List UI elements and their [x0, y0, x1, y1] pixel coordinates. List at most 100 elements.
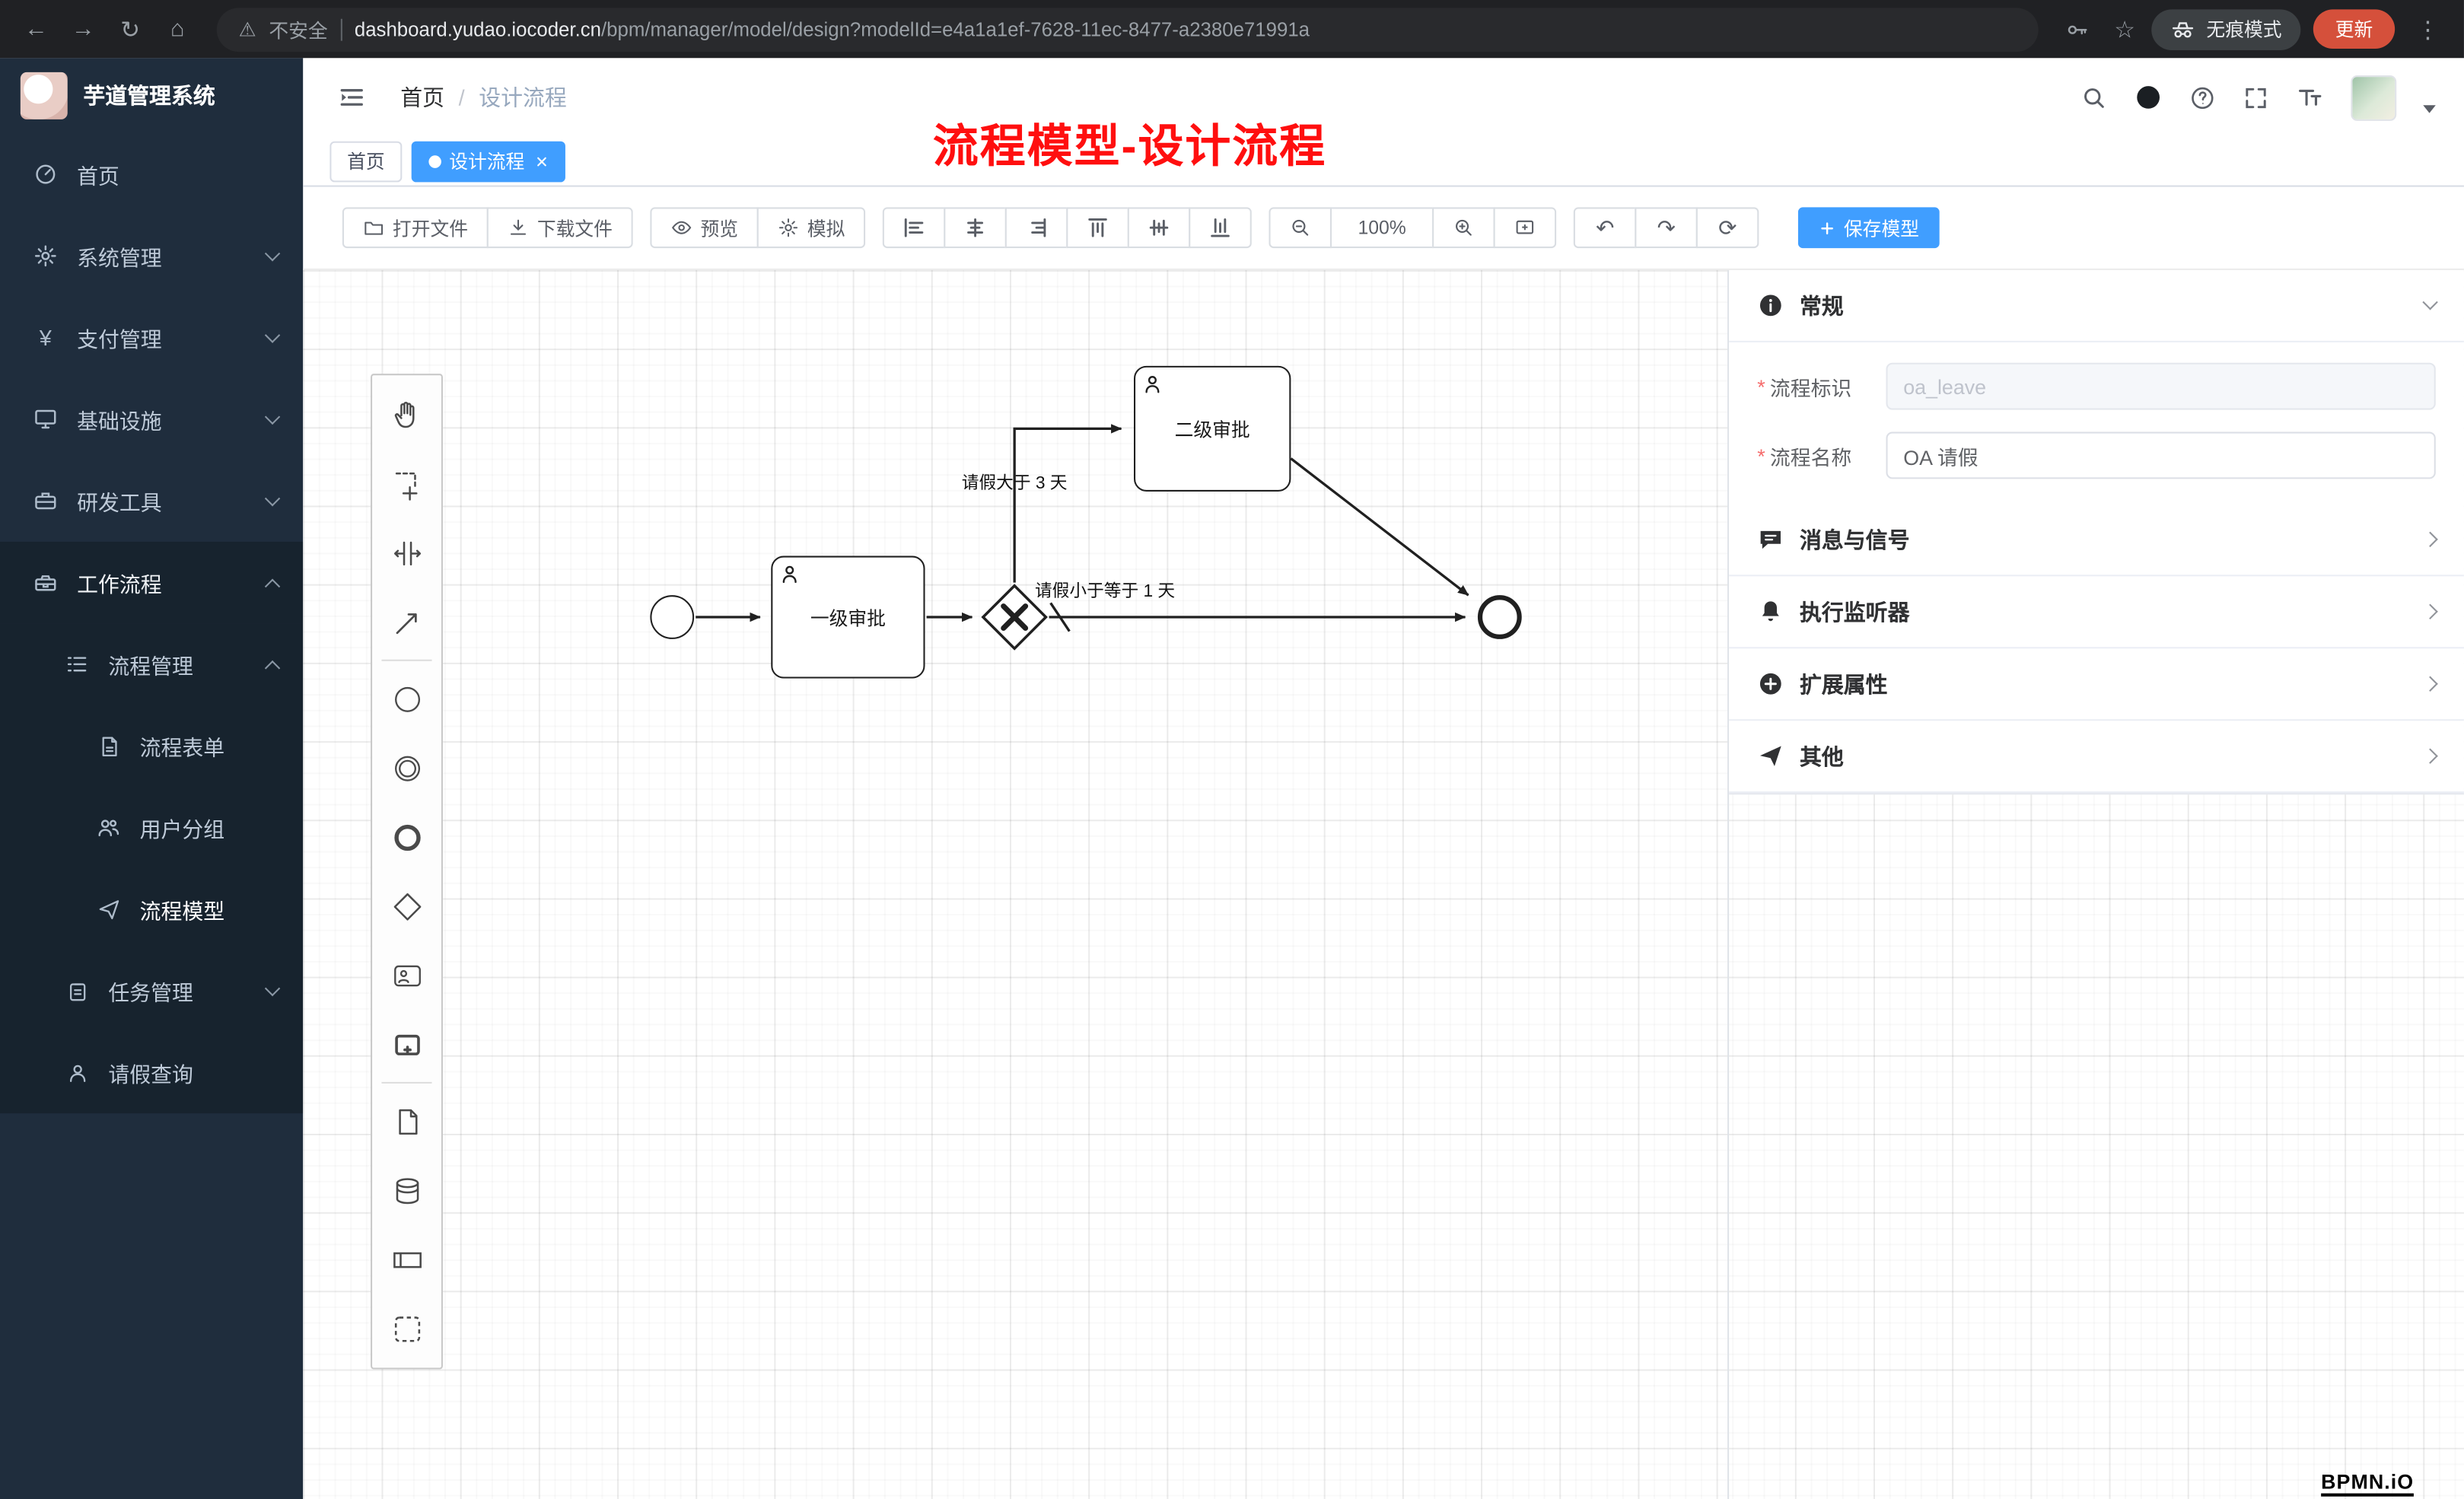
- start-event[interactable]: [650, 595, 695, 639]
- reload-icon[interactable]: ↻: [120, 16, 141, 43]
- align-bottom-icon: [1211, 218, 1230, 237]
- annotation-overlay: 流程模型-设计流程: [932, 122, 1327, 173]
- task-first-approval[interactable]: 一级审批: [771, 555, 925, 679]
- bookmark-star-icon[interactable]: ☆: [2114, 16, 2135, 43]
- exclusive-gateway[interactable]: [980, 583, 1049, 652]
- create-data-object-icon[interactable]: [372, 1087, 441, 1156]
- lasso-tool-icon[interactable]: [372, 449, 441, 518]
- create-participant-icon[interactable]: [372, 1225, 441, 1294]
- space-tool-icon[interactable]: [372, 518, 441, 587]
- font-size-icon[interactable]: [2296, 83, 2324, 111]
- undo-button[interactable]: ↶: [1573, 207, 1637, 249]
- section-execution-listener[interactable]: 执行监听器: [1729, 576, 2464, 649]
- sidebar-item-workflow[interactable]: 工作流程: [0, 541, 304, 624]
- sidebar-item-process-model[interactable]: 流程模型: [0, 868, 303, 950]
- zoom-fit-button[interactable]: [1493, 207, 1557, 249]
- url-path: /bpm/manager/model/design?modelId=e4a1a1…: [600, 18, 1310, 40]
- sidebar-item-devtools[interactable]: 研发工具: [0, 460, 303, 542]
- create-end-event-icon[interactable]: [372, 803, 441, 872]
- zoom-in-button[interactable]: [1432, 207, 1495, 249]
- align-top-button[interactable]: [1066, 207, 1129, 249]
- zoom-level-display[interactable]: 100%: [1330, 207, 1434, 249]
- avatar[interactable]: [2351, 75, 2397, 120]
- plus-icon: [1821, 221, 1834, 234]
- update-button[interactable]: 更新: [2313, 9, 2396, 49]
- download-file-button[interactable]: 下载文件: [486, 207, 633, 249]
- url-text: dashboard.yudao.iocoder.cn/bpm/manager/m…: [355, 18, 1310, 40]
- simulate-button[interactable]: 模拟: [756, 207, 866, 249]
- section-other[interactable]: 其他: [1729, 721, 2464, 794]
- sidebar-item-home[interactable]: 首页: [0, 133, 303, 215]
- collapse-sidebar-icon[interactable]: [338, 83, 366, 111]
- sidebar-item-task-mgmt[interactable]: 任务管理: [0, 950, 303, 1032]
- close-icon[interactable]: [536, 154, 549, 167]
- zoom-button-group: 100%: [1269, 207, 1557, 249]
- redo-button[interactable]: ↷: [1635, 207, 1698, 249]
- dashboard-icon: [31, 162, 59, 187]
- create-data-store-icon[interactable]: [372, 1156, 441, 1225]
- create-start-event-icon[interactable]: [372, 664, 441, 734]
- breadcrumb-current: 设计流程: [479, 84, 567, 110]
- hand-tool-icon[interactable]: [372, 380, 441, 449]
- sidebar-item-leave-query[interactable]: 请假查询: [0, 1032, 303, 1113]
- section-title: 常规: [1800, 292, 1844, 318]
- process-key-input: [1886, 362, 2436, 410]
- tab-home[interactable]: 首页: [329, 140, 403, 182]
- process-key-row: *流程标识: [1757, 362, 2436, 410]
- chevron-down-icon: [264, 246, 281, 262]
- zoom-out-button[interactable]: [1269, 207, 1332, 249]
- align-button-group: [882, 207, 1252, 249]
- gear-icon: [778, 218, 798, 237]
- palette-separator: [381, 659, 432, 661]
- circle-plus-icon: [1757, 670, 1784, 697]
- back-icon[interactable]: ←: [24, 15, 48, 43]
- process-name-input[interactable]: [1886, 431, 2436, 479]
- align-left-button[interactable]: [882, 207, 946, 249]
- save-model-button[interactable]: 保存模型: [1798, 207, 1940, 249]
- help-icon[interactable]: [2189, 84, 2216, 110]
- tab-design-process[interactable]: 设计流程: [411, 140, 565, 182]
- create-subprocess-icon[interactable]: [372, 1010, 441, 1079]
- app-logo[interactable]: 芋道管理系统: [0, 58, 303, 133]
- key-icon[interactable]: [2057, 8, 2098, 49]
- home-icon[interactable]: ⌂: [170, 15, 185, 43]
- section-title: 消息与信号: [1800, 527, 1910, 552]
- section-title: 扩展属性: [1800, 671, 1888, 697]
- sidebar-item-system[interactable]: 系统管理: [0, 215, 303, 297]
- bpmn-io-watermark[interactable]: BPMN.iO: [2321, 1470, 2415, 1497]
- align-center-button[interactable]: [944, 207, 1007, 249]
- sidebar-item-user-group[interactable]: 用户分组: [0, 787, 303, 868]
- align-right-button[interactable]: [1004, 207, 1068, 249]
- forward-icon[interactable]: →: [71, 15, 95, 43]
- create-group-icon[interactable]: [372, 1294, 441, 1363]
- breadcrumb-home[interactable]: 首页: [400, 84, 445, 110]
- global-connect-icon[interactable]: [372, 587, 441, 657]
- search-icon[interactable]: [2080, 84, 2107, 110]
- end-event[interactable]: [1477, 595, 1522, 639]
- avatar-caret-icon[interactable]: [2423, 104, 2436, 113]
- sidebar-item-process-mgmt[interactable]: 流程管理: [0, 623, 303, 705]
- section-extended-attrs[interactable]: 扩展属性: [1729, 648, 2464, 721]
- bpmn-canvas[interactable]: 一级审批 二级审批 请假大于 3 天 请假小于等于 1 天 常规: [303, 268, 2464, 1499]
- task-second-approval[interactable]: 二级审批: [1133, 365, 1291, 492]
- create-user-task-icon[interactable]: [372, 940, 441, 1010]
- flow-label-le1: 请假小于等于 1 天: [1034, 582, 1176, 602]
- fullscreen-icon[interactable]: [2243, 84, 2269, 110]
- open-file-button[interactable]: 打开文件: [342, 207, 489, 249]
- section-general[interactable]: 常规: [1729, 270, 2464, 342]
- sidebar-item-payment[interactable]: ¥ 支付管理: [0, 297, 303, 378]
- create-gateway-icon[interactable]: [372, 871, 441, 940]
- section-message-signal[interactable]: 消息与信号: [1729, 504, 2464, 577]
- github-icon[interactable]: [2135, 83, 2163, 111]
- restart-button[interactable]: ⟳: [1695, 207, 1759, 249]
- view-button-group: 预览 模拟: [650, 207, 866, 249]
- clipboard-icon: [63, 979, 91, 1003]
- preview-button[interactable]: 预览: [650, 207, 759, 249]
- browser-menu-icon[interactable]: ⋮: [2416, 16, 2440, 43]
- create-intermediate-event-icon[interactable]: [372, 734, 441, 803]
- align-bottom-button[interactable]: [1189, 207, 1252, 249]
- align-middle-button[interactable]: [1127, 207, 1191, 249]
- sidebar-item-infrastructure[interactable]: 基础设施: [0, 378, 303, 460]
- url-bar[interactable]: ⚠ 不安全 dashboard.yudao.iocoder.cn/bpm/man…: [216, 7, 2039, 52]
- sidebar-item-process-form[interactable]: 流程表单: [0, 705, 303, 787]
